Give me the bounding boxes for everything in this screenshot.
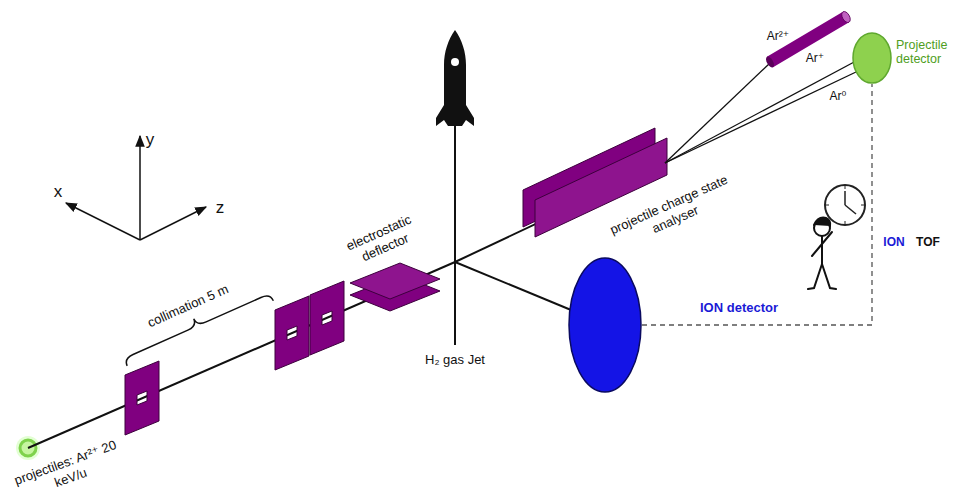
y-axis — [139, 136, 141, 240]
clock-hand — [844, 191, 846, 205]
detector-outline — [852, 32, 892, 84]
tof-label: ION — [883, 235, 904, 249]
tof-clock — [825, 185, 865, 225]
collimation-label: collimation 5 m — [145, 281, 231, 331]
collimator-aperture — [275, 296, 309, 370]
gas-jet-label: H₂ gas Jet — [425, 352, 485, 368]
figure-hair — [814, 218, 830, 226]
clock-tick — [845, 221, 846, 224]
figure-arm — [812, 244, 822, 256]
clock-hand — [845, 205, 856, 214]
double-charged-beam — [665, 63, 770, 163]
axis-label: z — [216, 198, 225, 218]
projectile-detector: Projectile detector — [852, 32, 892, 84]
collimator-aperture — [310, 281, 344, 355]
beam-line — [28, 262, 455, 448]
figure-arm — [822, 232, 832, 244]
clock-tick — [845, 186, 846, 189]
deflector-label: electrostatic deflector — [335, 207, 430, 272]
deflector-plate — [350, 263, 440, 299]
rocket-icon — [436, 30, 474, 126]
ion-detector: ION detector — [568, 257, 642, 393]
z-axis — [140, 207, 206, 240]
beam-dump-cap — [764, 55, 775, 68]
charge-state-label: Ar⁰ — [830, 89, 847, 103]
charge-state-label: Ar⁺ — [806, 51, 824, 65]
gas-jet-line — [454, 126, 456, 345]
figure-body — [821, 236, 823, 264]
x-axis — [66, 203, 140, 240]
single-charged-beam — [665, 61, 856, 163]
collimator-aperture — [125, 361, 159, 435]
neutral-beam — [665, 72, 856, 163]
observer-figure — [808, 218, 836, 289]
clock-tick — [826, 205, 829, 206]
beam-dump-cap — [840, 10, 852, 24]
tof-label: TOF — [916, 235, 940, 249]
clock-tick — [861, 205, 864, 206]
detector-outline — [568, 257, 642, 393]
figure-leg — [808, 264, 822, 289]
axis-label: x — [54, 182, 63, 202]
detector-label: ION detector — [700, 301, 778, 316]
figure-leg — [822, 264, 836, 289]
detector-shape — [853, 33, 891, 83]
detector-label: Projectile detector — [896, 38, 956, 67]
axis-label: y — [146, 130, 155, 150]
rocket-window — [451, 58, 459, 66]
detector-shape — [569, 258, 641, 392]
charge-state-label: Ar²⁺ — [767, 29, 789, 43]
